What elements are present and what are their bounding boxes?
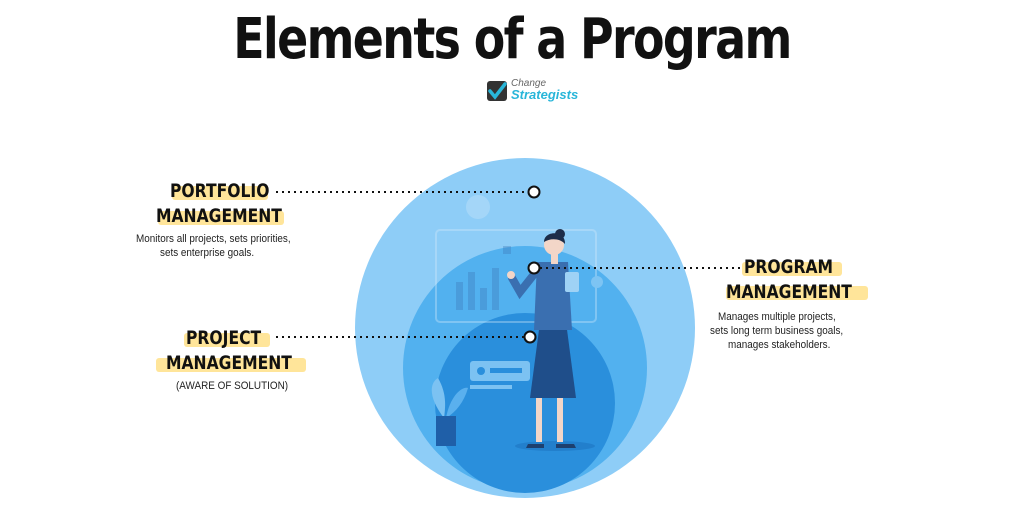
portfolio-title-line2: MANAGEMENT (156, 205, 282, 227)
dashboard-decoration (435, 195, 603, 323)
program-description-line1: Manages multiple projects, (718, 311, 836, 323)
portfolio-description-line1: Monitors all projects, sets priorities, (136, 233, 291, 245)
brand-logo: Change Strategists (486, 78, 636, 104)
project-title-line2: MANAGEMENT (166, 352, 292, 374)
checkmark-logo-icon (487, 81, 507, 101)
program-marker-dot (527, 261, 541, 275)
project-highlight-2 (156, 358, 306, 372)
woman-figure-illustration (507, 229, 595, 451)
portfolio-highlight (172, 186, 268, 200)
portfolio-title-line1: PORTFOLIO (170, 180, 270, 202)
logo-text-bottom: Strategists (511, 87, 579, 102)
pie-chart-icon (466, 195, 490, 219)
logo-text-top: Change (511, 78, 547, 89)
project-marker-dot (523, 330, 537, 344)
project-note: (AWARE OF SOLUTION) (176, 380, 289, 392)
program-title-line2: MANAGEMENT (726, 281, 852, 303)
portfolio-highlight-2 (158, 211, 284, 225)
program-title-line1: PROGRAM (744, 256, 834, 278)
portfolio-description-line2: sets enterprise goals. (160, 247, 255, 259)
program-description-line3: manages stakeholders. (728, 339, 831, 351)
project-title-line1: PROJECT (186, 327, 262, 349)
dashboard-panel (435, 229, 597, 323)
plant-icon (431, 378, 468, 446)
program-highlight (742, 262, 842, 276)
program-description-line2: sets long term business goals, (710, 325, 844, 337)
program-highlight-2 (726, 286, 868, 300)
page-title: Elements of a Program (233, 7, 792, 72)
project-highlight (184, 333, 270, 347)
portfolio-marker-dot (527, 185, 541, 199)
